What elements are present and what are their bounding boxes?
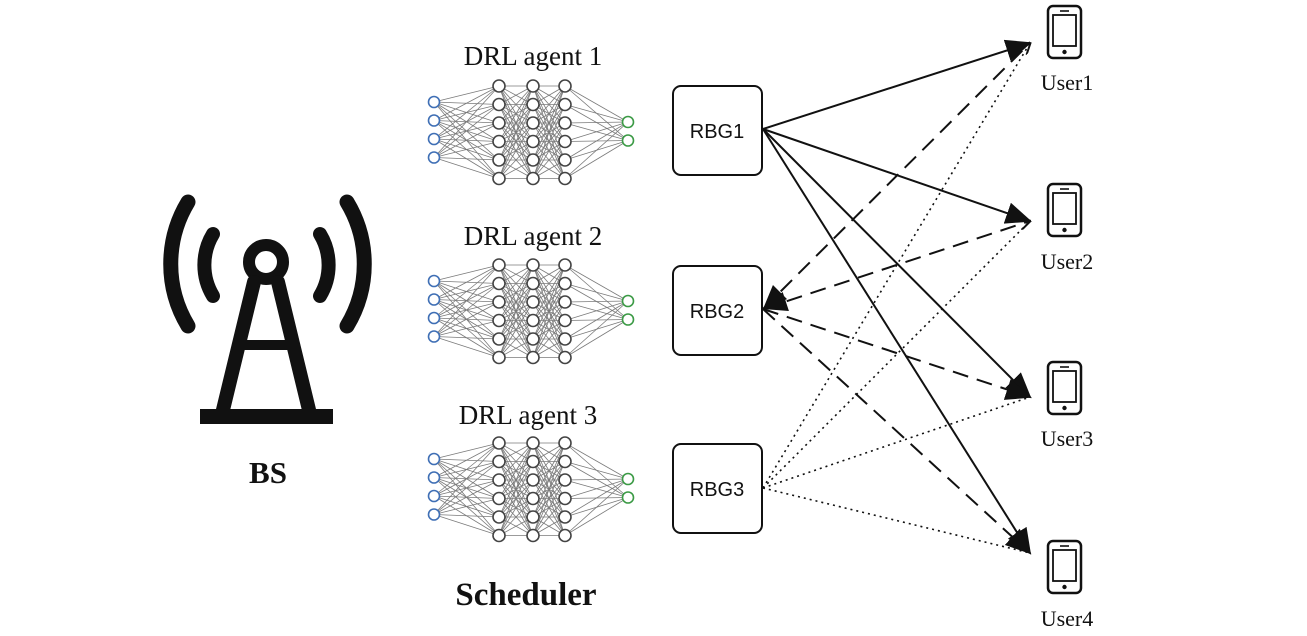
agent-label-2: DRL agent 2 (464, 221, 602, 251)
user-label-2: User2 (1041, 249, 1094, 274)
user-label-3: User3 (1041, 426, 1094, 451)
smartphone-icon (1046, 182, 1083, 238)
link-rbg1-user4 (762, 128, 1032, 555)
neural-network-icon (427, 258, 635, 365)
rbg-label-3: RBG3 (690, 479, 744, 501)
scheduler-label: Scheduler (455, 577, 596, 613)
agent-label-3: DRL agent 3 (459, 400, 597, 430)
arrowhead-rbg2 (763, 291, 789, 311)
link-rbg1-user3 (762, 128, 1032, 399)
smartphone-icon (1046, 539, 1083, 595)
rbg-box-1: RBG1 (672, 85, 763, 176)
neural-network-icon (427, 79, 635, 186)
neural-network-icon (427, 436, 635, 543)
link-rbg3-user3 (762, 396, 1031, 489)
rbg-box-2: RBG2 (672, 265, 763, 356)
user-label-1: User1 (1041, 70, 1094, 95)
link-rbg2-user4 (762, 308, 1032, 555)
rbg-label-2: RBG2 (690, 301, 744, 323)
link-rbg1-user1 (762, 39, 1032, 130)
bs-label: BS (249, 455, 287, 490)
smartphone-icon (1046, 4, 1083, 60)
cell-tower-icon (163, 194, 372, 424)
link-rbg3-user1 (762, 42, 1031, 489)
agent-label-1: DRL agent 1 (464, 41, 602, 71)
link-rbg3-user2 (762, 220, 1031, 489)
link-rbg3-user4 (762, 487, 1031, 554)
rbg-box-3: RBG3 (672, 443, 763, 534)
link-rbg2-user3 (762, 308, 1032, 400)
arrowhead-rbg2 (763, 284, 788, 309)
smartphone-icon (1046, 360, 1083, 416)
user-label-4: User4 (1041, 606, 1094, 631)
rbg-label-1: RBG1 (690, 121, 744, 143)
link-user1-rbg2 (762, 43, 1030, 310)
